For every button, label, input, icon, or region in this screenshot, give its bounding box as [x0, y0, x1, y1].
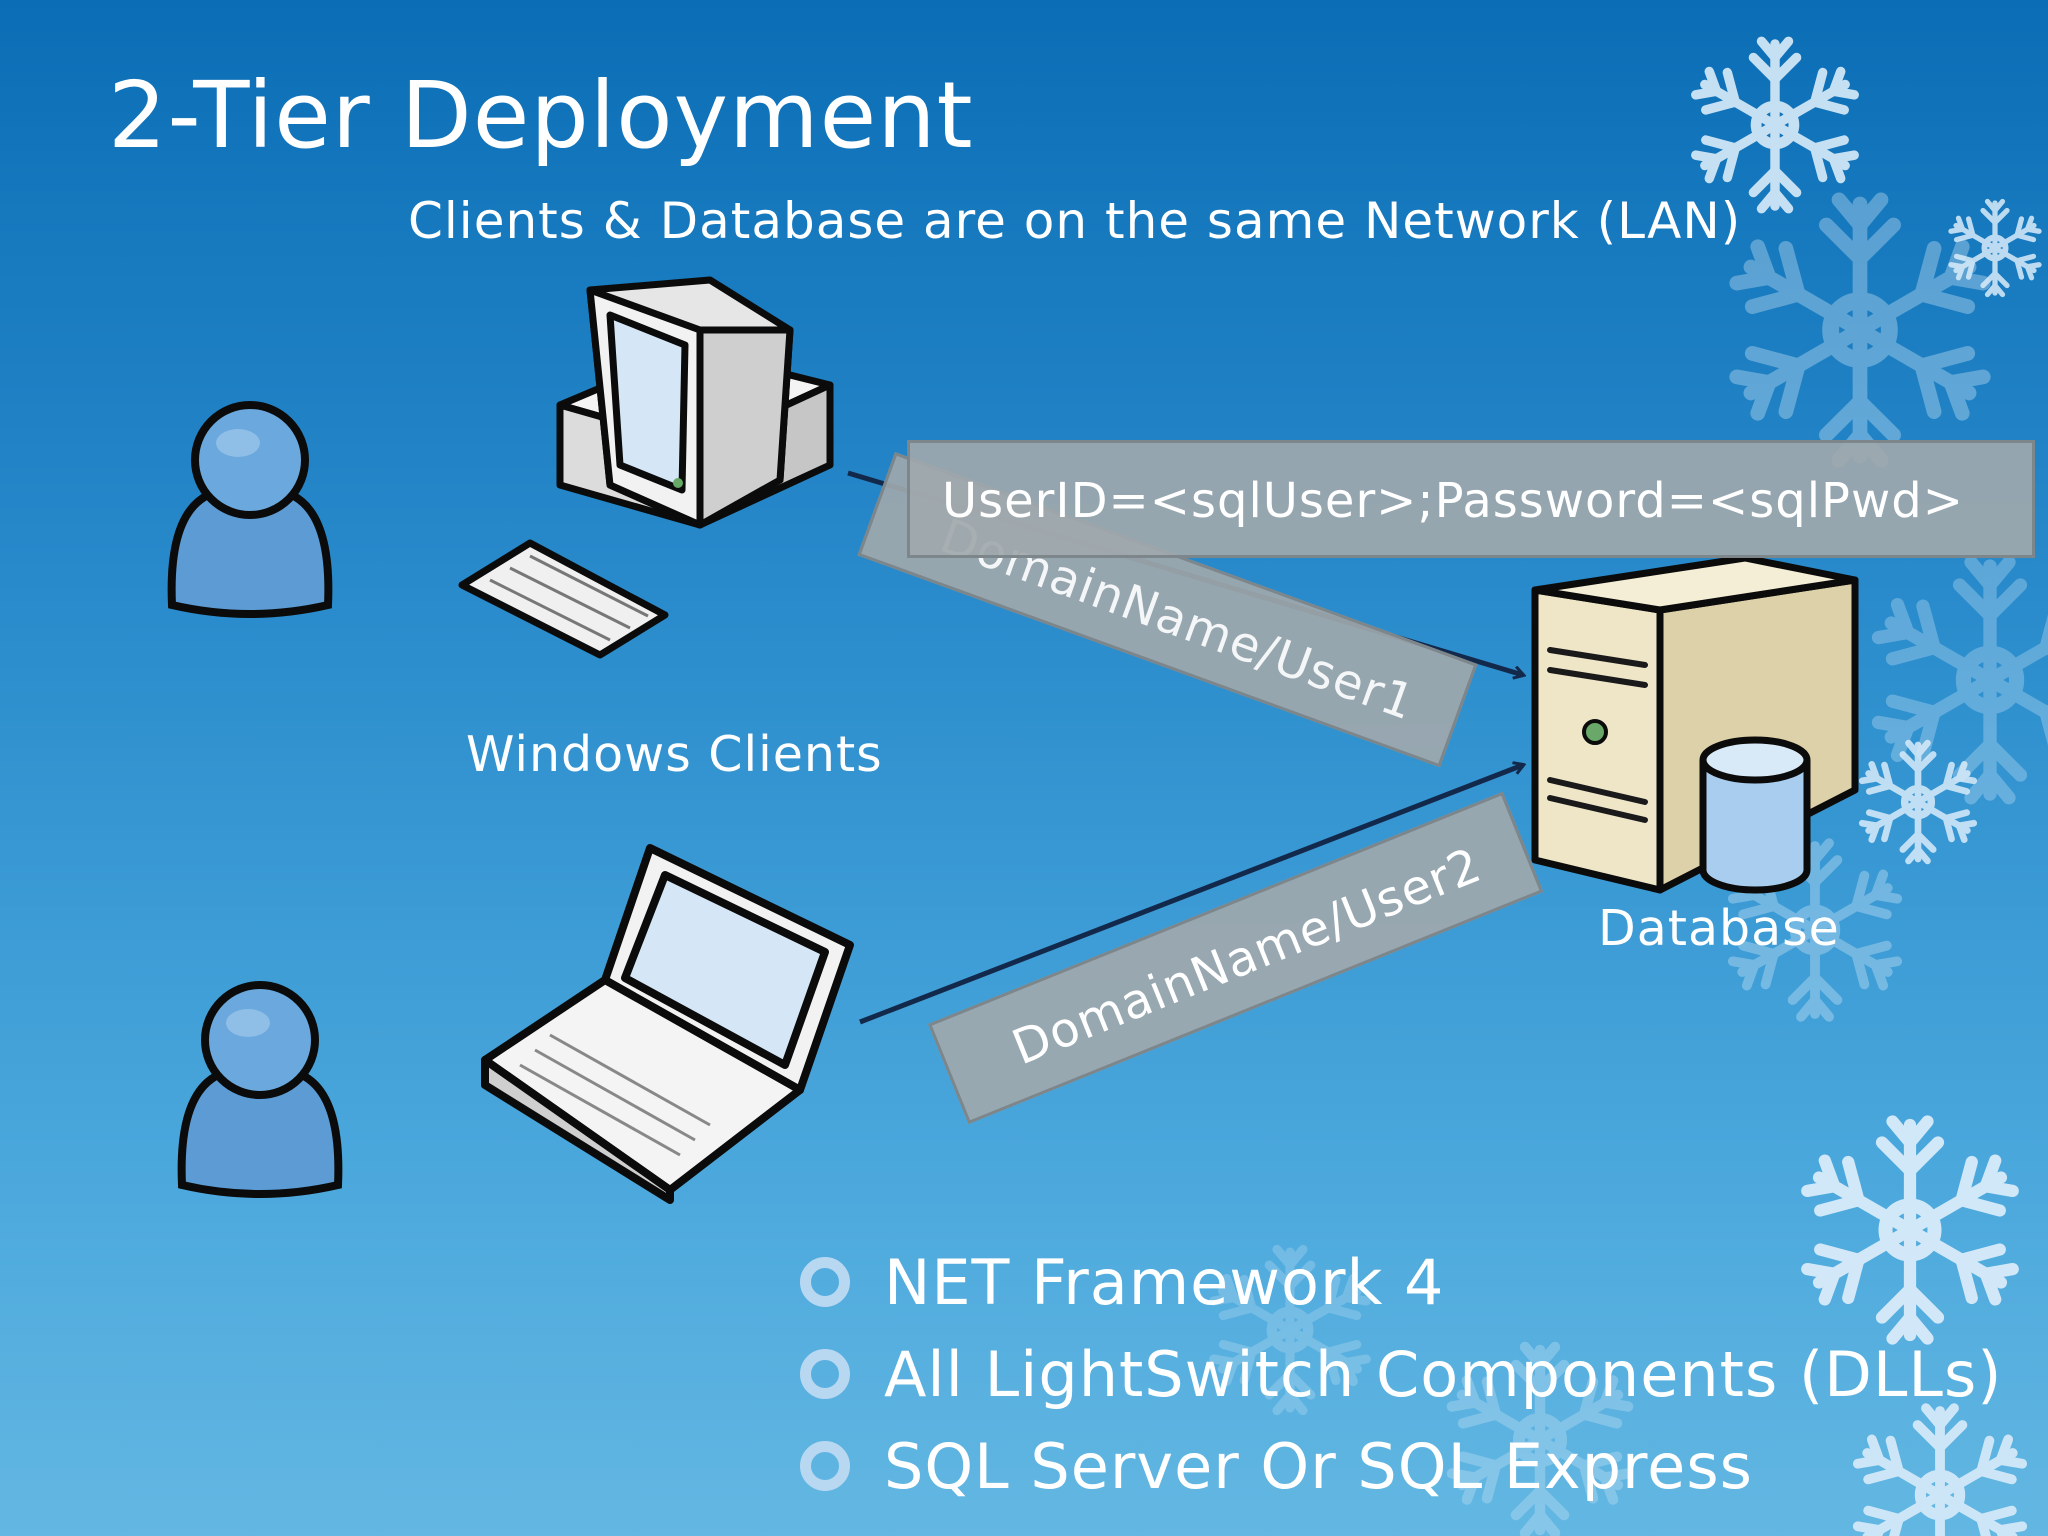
slide-subtitle: Clients & Database are on the same Netwo…	[408, 192, 1742, 250]
connection-string-box: UserID=<sqlUser>;Password=<sqlPwd>	[907, 440, 2035, 558]
connector-user2	[859, 765, 1523, 1025]
database-label: Database	[1598, 900, 1840, 957]
laptop-icon	[481, 844, 854, 1204]
database-server-icon	[1531, 554, 1859, 894]
slide-title: 2-Tier Deployment	[108, 62, 974, 169]
user-icon	[167, 401, 333, 618]
list-item-text: SQL Server Or SQL Express	[884, 1429, 1753, 1503]
user-icon	[177, 981, 343, 1198]
windows-clients-label: Windows Clients	[466, 726, 883, 783]
bullet-ring-icon	[800, 1349, 850, 1399]
desktop-computer-icon	[458, 276, 834, 659]
bullet-ring-icon	[800, 1257, 850, 1307]
list-item: SQL Server Or SQL Express	[800, 1420, 2002, 1512]
list-item: NET Framework 4	[800, 1236, 2002, 1328]
bullet-ring-icon	[800, 1441, 850, 1491]
requirements-list: NET Framework 4 All LightSwitch Componen…	[800, 1236, 2002, 1512]
list-item-text: All LightSwitch Components (DLLs)	[884, 1337, 2003, 1411]
list-item-text: NET Framework 4	[884, 1245, 1445, 1319]
list-item: All LightSwitch Components (DLLs)	[800, 1328, 2002, 1420]
